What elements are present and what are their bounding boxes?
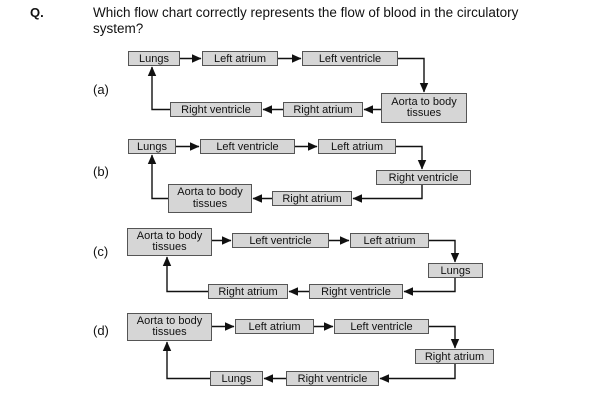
flow-box-c-4: Lungs	[428, 263, 483, 278]
flow-box-b-5: Right atrium	[272, 191, 352, 206]
flow-box-b-6: Aorta to body tissues	[168, 184, 252, 213]
arrow-c-6	[162, 256, 208, 293]
option-label-c: (c)	[93, 244, 109, 259]
arrow-c-4	[403, 278, 456, 296]
flow-box-a-5: Right atrium	[283, 102, 363, 117]
option-label-d: (d)	[93, 323, 109, 338]
flow-box-d-4: Right atrium	[415, 349, 494, 364]
flow-box-d-2: Left atrium	[235, 319, 314, 334]
flow-box-b-4: Right ventricle	[376, 170, 471, 185]
arrow-c-3	[429, 239, 460, 263]
arrow-d-4	[379, 364, 456, 383]
arrow-a-6	[147, 66, 170, 111]
flow-box-c-2: Left ventricle	[232, 233, 329, 248]
option-label-a: (a)	[93, 82, 109, 97]
flow-box-d-3: Left ventricle	[334, 319, 429, 334]
flow-box-c-1: Aorta to body tissues	[127, 228, 212, 256]
flow-box-b-1: Lungs	[128, 139, 176, 154]
flow-box-b-2: Left ventricle	[200, 139, 295, 154]
flow-box-a-6: Right ventricle	[170, 102, 262, 117]
flow-box-d-6: Lungs	[210, 371, 263, 386]
option-label-b: (b)	[93, 164, 109, 179]
flow-box-c-5: Right ventricle	[309, 284, 403, 299]
arrow-d-6	[162, 341, 210, 380]
flow-box-c-6: Right atrium	[208, 284, 288, 299]
flow-box-a-2: Left atrium	[202, 51, 278, 66]
flow-box-a-4: Aorta to body tissues	[381, 93, 467, 123]
flow-box-a-3: Left ventricle	[302, 51, 398, 66]
question-text: Which flow chart correctly represents th…	[93, 5, 519, 36]
question-number: Q.	[30, 5, 44, 20]
flow-box-d-5: Right ventricle	[286, 371, 379, 386]
flow-box-d-1: Aorta to body tissues	[127, 313, 212, 341]
flow-box-c-3: Left atrium	[350, 233, 429, 248]
arrow-b-3	[396, 145, 427, 170]
arrow-a-3	[398, 57, 429, 93]
arrow-b-4	[352, 185, 423, 203]
flow-box-a-1: Lungs	[128, 51, 180, 66]
flow-box-b-3: Left atrium	[318, 139, 396, 154]
arrow-b-6	[147, 154, 168, 200]
arrow-d-3	[429, 325, 460, 349]
